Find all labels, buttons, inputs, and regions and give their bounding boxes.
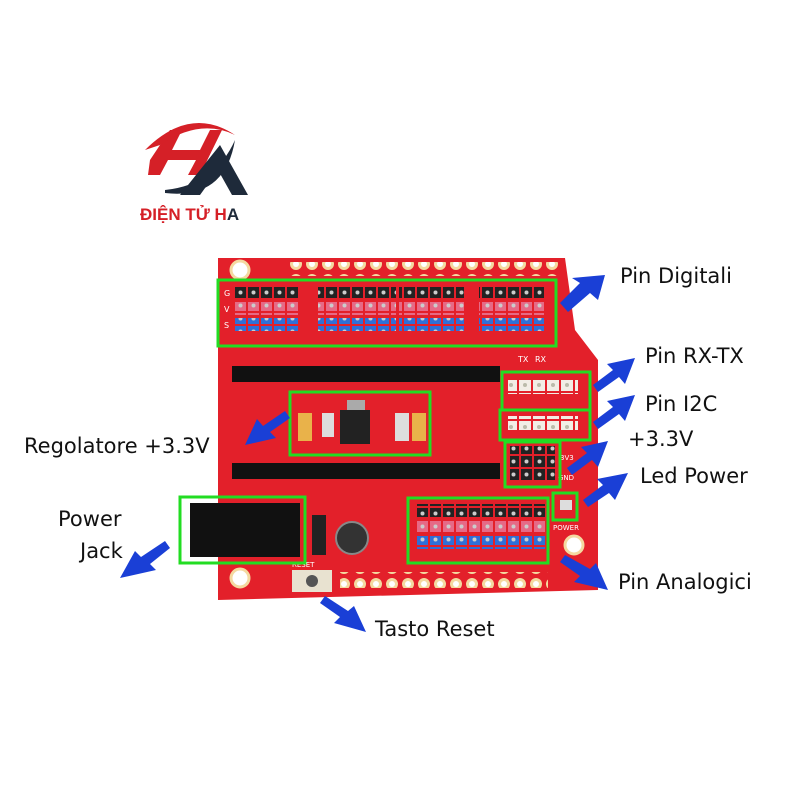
label-led-power: Led Power xyxy=(640,464,748,488)
arrow-led xyxy=(583,473,628,507)
arrows xyxy=(120,275,635,632)
arrow-rxtx xyxy=(593,358,635,392)
label-pin-rx-tx: Pin RX-TX xyxy=(645,344,744,368)
nano-socket-top xyxy=(232,366,500,382)
label-3v3: +3.3V xyxy=(628,427,694,451)
label-tasto-reset: Tasto Reset xyxy=(375,617,495,641)
analog-header xyxy=(415,504,545,549)
label-regolatore: Regolatore +3.3V xyxy=(24,434,210,458)
digital-header xyxy=(235,286,544,331)
label-power-jack-2: Jack xyxy=(80,539,123,563)
highlight-boxes xyxy=(178,278,592,565)
silk-3v3: 3V3 xyxy=(560,454,574,462)
power-jack xyxy=(190,503,300,557)
silk-gnd: GND xyxy=(558,474,574,482)
silk-v: V xyxy=(224,305,230,314)
arrow-jack xyxy=(120,541,170,578)
nano-socket-bottom xyxy=(232,463,500,479)
silk-s: S xyxy=(224,321,229,330)
brand-name: ĐIỆN TỬ HA xyxy=(140,205,239,225)
brand-name-dark: A xyxy=(226,205,240,224)
silk-g: G xyxy=(224,289,230,298)
arrow-digitali xyxy=(560,275,605,312)
label-pin-analogici: Pin Analogici xyxy=(618,570,752,594)
arrow-3v3 xyxy=(567,441,608,475)
arrow-analogici xyxy=(560,555,608,590)
arrow-regolatore xyxy=(245,411,290,445)
silk-tx: TX xyxy=(517,355,529,364)
board: TX RX 3V3 GND POWER RESET G V S xyxy=(190,258,598,600)
label-pin-i2c: Pin I2C xyxy=(645,392,718,416)
silk-power: POWER xyxy=(553,524,579,532)
arrow-i2c xyxy=(593,395,635,429)
brand-name-red: ĐIỆN TỬ H xyxy=(140,205,227,224)
label-pin-digitali: Pin Digitali xyxy=(620,264,732,288)
brand-logo xyxy=(145,123,248,195)
label-power-jack-1: Power xyxy=(58,507,122,531)
silk-rx: RX xyxy=(535,355,547,364)
arrow-reset xyxy=(320,596,366,632)
silk-reset: RESET xyxy=(292,561,315,569)
